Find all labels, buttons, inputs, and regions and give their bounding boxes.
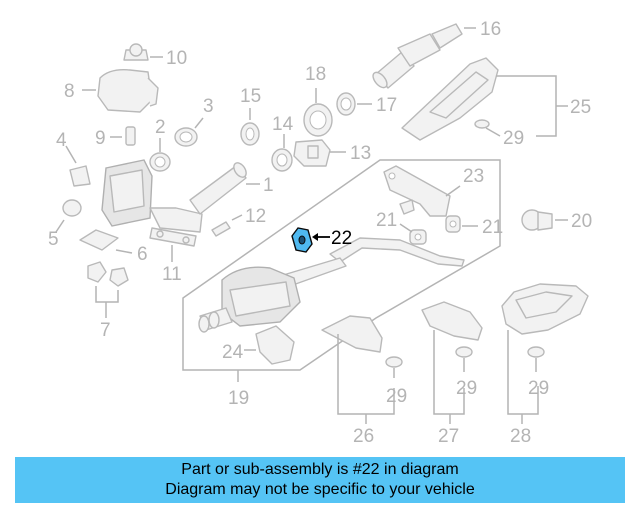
svg-text:21: 21 — [376, 210, 397, 231]
part-21-hanger-right: 21 — [445, 215, 503, 238]
svg-text:8: 8 — [64, 81, 75, 102]
catalytic-manifold — [101, 159, 203, 233]
svg-text:18: 18 — [305, 64, 326, 85]
info-banner: Part or sub-assembly is #22 in diagram D… — [15, 457, 625, 503]
svg-text:29: 29 — [503, 128, 524, 149]
svg-text:29: 29 — [528, 378, 549, 399]
part-28-shield: 28 — [501, 283, 589, 447]
svg-text:24: 24 — [222, 342, 244, 363]
svg-text:14: 14 — [272, 114, 294, 135]
svg-text:4: 4 — [56, 130, 67, 151]
part-20-clamp: 20 — [521, 209, 592, 232]
svg-text:19: 19 — [228, 388, 249, 409]
svg-text:27: 27 — [438, 426, 459, 447]
svg-text:26: 26 — [353, 426, 374, 447]
hanger-bolt — [399, 199, 415, 215]
svg-text:12: 12 — [245, 206, 266, 227]
part-22-rubber-mount: 22 — [291, 227, 352, 253]
part-29-grommet-27: 29 — [455, 346, 477, 399]
part-27-shield: 27 — [421, 301, 483, 447]
part-26-shield: 26 — [321, 315, 395, 447]
svg-text:15: 15 — [240, 86, 261, 107]
svg-text:20: 20 — [571, 211, 592, 232]
part-22-label: 22 — [331, 228, 352, 249]
part-12-stud: 12 — [211, 206, 266, 237]
svg-text:1: 1 — [263, 175, 274, 196]
svg-text:3: 3 — [203, 96, 214, 117]
info-line-part: Part or sub-assembly is #22 in diagram — [181, 461, 459, 478]
svg-text:16: 16 — [480, 19, 501, 40]
svg-text:9: 9 — [95, 128, 106, 149]
part-6-plate: 6 — [79, 229, 148, 265]
svg-text:10: 10 — [166, 48, 187, 69]
svg-text:11: 11 — [162, 264, 182, 285]
assembly-19-outline — [182, 159, 501, 371]
part-19-muffler-assembly: 19 — [198, 237, 465, 409]
part-8-bracket: 8 — [64, 68, 159, 113]
svg-text:2: 2 — [155, 117, 166, 138]
part-18-ring: 18 — [303, 64, 333, 137]
part-21-hanger-left: 21 — [376, 210, 427, 245]
part-23-hanger-bracket: 23 — [383, 165, 484, 217]
part-3-gasket: 3 — [174, 96, 214, 147]
part-9-sleeve: 9 — [95, 126, 136, 149]
part-29-grommet-28: 29 — [527, 346, 549, 399]
part-29-grommet-26: 29 — [385, 356, 407, 407]
part-29-grommet-top: 29 — [474, 119, 524, 149]
svg-text:23: 23 — [463, 166, 484, 187]
part-24-bracket: 24 — [222, 325, 295, 365]
svg-text:21: 21 — [482, 217, 503, 238]
svg-text:29: 29 — [386, 386, 407, 407]
part-2-gasket: 2 — [149, 117, 171, 172]
part-17-gasket: 17 — [336, 92, 397, 116]
part-13-clamp: 13 — [293, 139, 371, 167]
part-10-nut: 10 — [123, 43, 187, 69]
svg-text:25: 25 — [570, 97, 591, 118]
svg-text:17: 17 — [376, 95, 397, 116]
info-line-disclaimer: Diagram may not be specific to your vehi… — [165, 481, 475, 498]
part-1-flex-pipe: 1 — [189, 162, 274, 215]
exhaust-parts-diagram: 10 8 9 3 2 4 5 — [48, 19, 592, 447]
part-15-gasket: 15 — [240, 86, 261, 146]
svg-text:28: 28 — [510, 426, 531, 447]
svg-text:6: 6 — [137, 244, 148, 265]
part-4-cap: 4 — [56, 130, 91, 187]
part-25-heat-shield: 25 — [401, 57, 591, 141]
svg-text:29: 29 — [456, 378, 477, 399]
svg-text:7: 7 — [100, 320, 111, 341]
part-14-clamp: 14 — [271, 114, 294, 172]
svg-text:5: 5 — [48, 229, 59, 250]
part-16-front-pipe: 16 — [372, 19, 501, 89]
svg-text:13: 13 — [350, 143, 371, 164]
part-11-bracket: 11 — [149, 227, 197, 285]
part-5-grommet: 5 — [48, 199, 82, 250]
part-7-nuts: 7 — [87, 261, 129, 341]
